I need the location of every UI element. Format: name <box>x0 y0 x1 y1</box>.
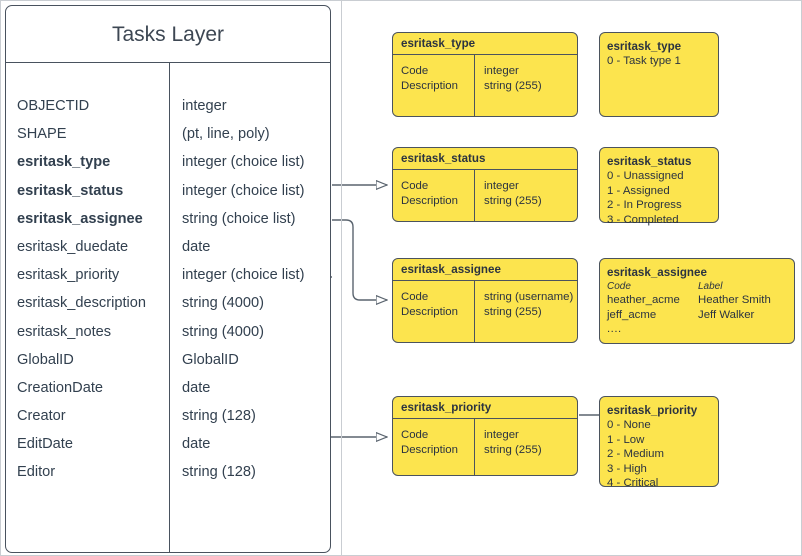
domain-field-label: Code <box>401 291 429 303</box>
domain-table-types: integer string (255) <box>475 419 577 475</box>
value-list-title: esritask_priority <box>607 404 698 417</box>
entity-field-names-column: OBJECTID SHAPE esritask_type esritask_st… <box>6 63 170 552</box>
domain-table-esritask-type: esritask_type Code Description integer s… <box>392 32 578 117</box>
domain-table-types: integer string (255) <box>475 55 577 116</box>
domain-table-labels: Code Description <box>393 55 475 116</box>
field-name: esritask_duedate <box>17 238 129 255</box>
value-list-esritask-priority: esritask_priority 0 - None 1 - Low 2 - M… <box>599 396 719 489</box>
field-type: GlobalID <box>182 351 239 368</box>
value-list-esritask-assignee: esritask_assignee Code Label heather_acm… <box>599 258 795 344</box>
field-name: esritask_assignee <box>17 210 143 227</box>
domain-table-title: esritask_assignee <box>393 259 577 281</box>
field-type: integer (choice list) <box>182 182 305 199</box>
domain-table-body: Code Description string (username) strin… <box>393 281 577 342</box>
domain-field-label: Description <box>401 305 458 318</box>
value-list-item: 0 - Unassigned <box>607 170 684 182</box>
value-list-item: 0 - Task type 1 <box>607 55 681 67</box>
entity-tasks-layer: Tasks Layer OBJECTID SHAPE esritask_type… <box>5 5 331 553</box>
field-type: string (4000) <box>182 295 264 312</box>
value-list-item: 3 - Completed <box>607 213 679 226</box>
field-type: integer (choice list) <box>182 154 305 171</box>
field-type: string (128) <box>182 464 256 481</box>
value-list-ellipsis: .... <box>607 323 622 336</box>
value-list-item: 3 - High <box>607 462 647 475</box>
field-type: (pt, line, poly) <box>182 126 270 143</box>
domain-field-type: string (255) <box>484 79 542 92</box>
value-list-item: 2 - In Progress <box>607 199 682 212</box>
domain-table-labels: Code Description <box>393 419 475 475</box>
value-list-item: 1 - Assigned <box>607 184 670 197</box>
domain-table-labels: Code Description <box>393 281 475 342</box>
domain-field-type: string (255) <box>484 443 542 456</box>
field-name: EditDate <box>17 436 73 453</box>
domain-table-esritask-assignee: esritask_assignee Code Description strin… <box>392 258 578 343</box>
domain-table-esritask-priority: esritask_priority Code Description integ… <box>392 396 578 476</box>
field-name: esritask_priority <box>17 267 120 284</box>
domain-table-title: esritask_status <box>393 148 577 170</box>
value-list-item: 1 - Low <box>607 433 645 446</box>
domain-table-labels: Code Description <box>393 170 475 221</box>
value-list-label: Jeff Walker <box>698 308 755 321</box>
domain-field-type: string (255) <box>484 194 542 207</box>
value-list-item: 4 - Critical <box>607 477 659 490</box>
domain-field-type: string (username) <box>484 291 574 303</box>
domain-field-type: integer <box>484 429 519 441</box>
field-type: string (4000) <box>182 323 264 340</box>
domain-field-label: Description <box>401 194 458 207</box>
value-list-header-code: Code <box>607 281 631 292</box>
value-list-esritask-status: esritask_status 0 - Unassigned 1 - Assig… <box>599 147 719 226</box>
domain-table-body: Code Description integer string (255) <box>393 55 577 116</box>
entity-body: OBJECTID SHAPE esritask_type esritask_st… <box>6 63 330 552</box>
domain-field-type: integer <box>484 65 519 77</box>
value-list-header-label: Label <box>698 281 723 292</box>
domain-table-esritask-status: esritask_status Code Description integer… <box>392 147 578 222</box>
value-list-code: heather_acme <box>607 294 680 306</box>
field-type: integer <box>182 98 227 114</box>
field-name: Editor <box>17 464 56 481</box>
domain-table-body: Code Description integer string (255) <box>393 419 577 475</box>
domain-field-label: Description <box>401 79 458 92</box>
field-name: CreationDate <box>17 379 103 396</box>
value-list-title: esritask_assignee <box>607 266 707 279</box>
field-type: string (choice list) <box>182 210 296 227</box>
panel-divider <box>341 1 342 555</box>
field-name: GlobalID <box>17 351 74 368</box>
domain-field-type: integer <box>484 180 519 192</box>
domain-field-label: Description <box>401 443 458 456</box>
field-type: string (128) <box>182 408 256 425</box>
value-list-label: Heather Smith <box>698 294 771 306</box>
domain-table-types: integer string (255) <box>475 170 577 221</box>
domain-field-label: Code <box>401 429 429 441</box>
entity-field-types-column: integer (pt, line, poly) integer (choice… <box>170 63 330 552</box>
value-list-esritask-type: esritask_type 0 - Task type 1 <box>599 32 719 117</box>
domain-field-label: Code <box>401 180 429 192</box>
domain-table-types: string (username) string (255) <box>475 281 577 342</box>
value-list-title: esritask_type <box>607 40 682 53</box>
value-list-item: 0 - None <box>607 419 651 431</box>
value-list-code: jeff_acme <box>607 308 657 321</box>
field-type: date <box>182 436 211 453</box>
domain-table-title: esritask_type <box>393 33 577 55</box>
field-name: esritask_type <box>17 154 111 171</box>
domain-field-label: Code <box>401 65 429 77</box>
domain-field-type: string (255) <box>484 305 542 318</box>
value-list-grid: Code Label heather_acme Heather Smith je… <box>607 280 794 322</box>
field-name: Creator <box>17 408 66 425</box>
value-list-title: esritask_status <box>607 155 692 168</box>
domain-table-body: Code Description integer string (255) <box>393 170 577 221</box>
entity-title: Tasks Layer <box>6 6 330 63</box>
field-name: esritask_status <box>17 182 124 199</box>
field-type: integer (choice list) <box>182 267 305 284</box>
field-name: OBJECTID <box>17 98 90 114</box>
field-name: esritask_notes <box>17 323 112 340</box>
field-type: date <box>182 238 211 255</box>
domain-table-title: esritask_priority <box>393 397 577 419</box>
field-name: SHAPE <box>17 126 67 143</box>
field-type: date <box>182 379 211 396</box>
value-list-item: 2 - Medium <box>607 448 664 461</box>
field-name: esritask_description <box>17 295 146 312</box>
